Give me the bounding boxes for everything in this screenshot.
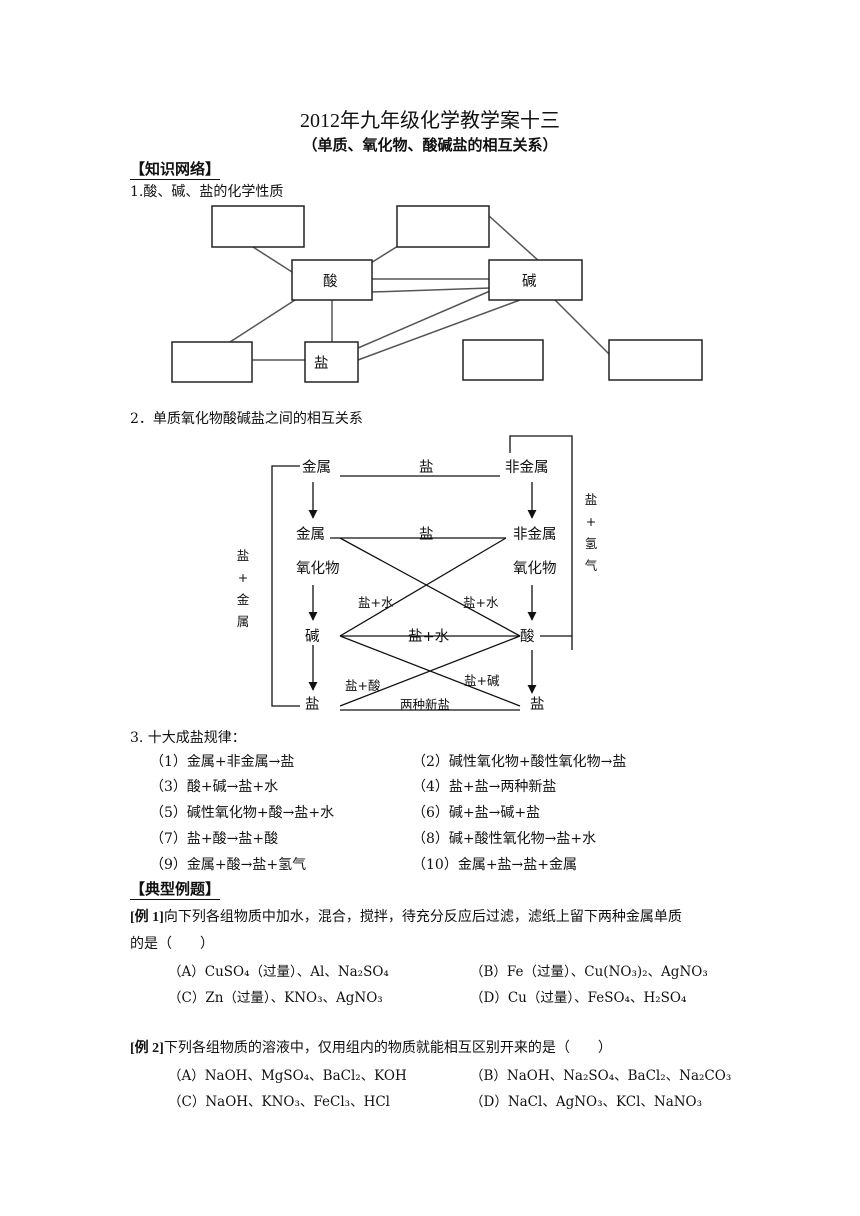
- relation-salt-bottom-left: 盐: [305, 697, 320, 713]
- relation-nonmetal: 非金属: [505, 460, 549, 476]
- rule-3: （3）酸+碱→盐+水: [150, 779, 279, 795]
- rule-1: （1）金属+非金属→盐: [150, 754, 295, 770]
- relation-nonmetal-oxide-line1: 非金属: [513, 527, 557, 543]
- rule-9: （9）金属+酸→盐+氢气: [150, 857, 307, 873]
- relation-salt-top: 盐: [419, 460, 434, 476]
- relation-nonmetal-oxide-line2: 氧化物: [513, 561, 557, 577]
- page-subtitle: （单质、氧化物、酸碱盐的相互关系）: [302, 136, 558, 154]
- relation-left-side-label: 盐+金属: [236, 548, 250, 629]
- page-title: 2012年九年级化学教学案十三: [300, 110, 560, 132]
- example2-option-c: （C）NaOH、KNO₃、FeCl₃、HCl: [168, 1094, 391, 1110]
- section-typical-examples: 【典型例题】: [130, 880, 221, 900]
- example2-option-b: （B）NaOH、Na₂SO₄、BaCl₂、Na₂CO₃: [470, 1068, 732, 1084]
- example1-option-c: （C）Zn（过量）、KNO₃、AgNO₃: [168, 990, 383, 1006]
- network-salt-label: 盐: [314, 356, 329, 372]
- item3-heading: 3. 十大成盐规律：: [130, 730, 246, 746]
- relation-salt-water-right: 盐+水: [463, 595, 499, 610]
- example1-option-b: （B）Fe（过量）、Cu(NO₃)₂、AgNO₃: [470, 964, 708, 980]
- example1-question: [例 1]向下列各组物质中加水，混合，搅拌，待充分反应后过滤，滤纸上留下两种金属…: [130, 906, 682, 926]
- rule-2: （2）碱性氧化物+酸性氧化物→盐: [412, 754, 627, 770]
- relation-right-side-label: 盐+氢气: [584, 492, 598, 573]
- relation-metal-oxide-line2: 氧化物: [296, 561, 340, 577]
- example1-option-d: （D）Cu（过量）、FeSO₄、H₂SO₄: [470, 990, 687, 1006]
- example2-line1: 下列各组物质的溶液中，仅用组内的物质就能相互区别开来的是（ ）: [163, 1040, 612, 1056]
- item2-heading: 2．单质氧化物酸碱盐之间的相互关系: [130, 411, 363, 427]
- example2-option-d: （D）NaCl、AgNO₃、KCl、NaNO₃: [470, 1094, 703, 1110]
- example1-line1: 向下列各组物质中加水，混合，搅拌，待充分反应后过滤，滤纸上留下两种金属单质: [163, 909, 682, 925]
- example1-label: [例 1]: [130, 910, 164, 925]
- example2-question: [例 2]下列各组物质的溶液中，仅用组内的物质就能相互区别开来的是（ ）: [130, 1037, 612, 1057]
- relation-acid: 酸: [520, 629, 535, 645]
- rule-6: （6）碱+盐→碱+盐: [412, 805, 541, 821]
- relation-base: 碱: [305, 629, 320, 645]
- rule-4: （4）盐+盐→两种新盐: [412, 779, 557, 795]
- relation-salt-water-left: 盐+水: [358, 595, 394, 610]
- example1-option-a: （A）CuSO₄（过量）、Al、Na₂SO₄: [168, 964, 389, 980]
- relation-salt-acid: 盐+酸: [345, 678, 381, 693]
- rule-7: （7）盐+酸→盐+酸: [150, 831, 279, 847]
- relation-salt-bottom-right: 盐: [530, 697, 545, 713]
- example2-option-a: （A）NaOH、MgSO₄、BaCl₂、KOH: [168, 1068, 407, 1084]
- relation-metal: 金属: [302, 460, 331, 476]
- relation-salt-water-mid: 盐+水: [408, 629, 450, 645]
- example2-label: [例 2]: [130, 1041, 164, 1056]
- example1-line2: 的是（ ）: [130, 936, 214, 952]
- relation-salt-base: 盐+碱: [464, 673, 500, 688]
- relation-two-new-salts: 两种新盐: [400, 697, 451, 712]
- relation-salt-mid: 盐: [419, 527, 434, 543]
- rule-10: （10）金属+盐→盐+金属: [412, 857, 578, 873]
- relation-metal-oxide-line1: 金属: [296, 527, 325, 543]
- network-acid-label: 酸: [323, 274, 338, 290]
- rule-5: （5）碱性氧化物+酸→盐+水: [150, 805, 335, 821]
- network-base-label: 碱: [522, 274, 537, 290]
- section-knowledge-network: 【知识网络】: [130, 160, 221, 180]
- item1-heading: 1.酸、碱、盐的化学性质: [130, 184, 284, 200]
- rule-8: （8）碱+酸性氧化物→盐+水: [412, 831, 597, 847]
